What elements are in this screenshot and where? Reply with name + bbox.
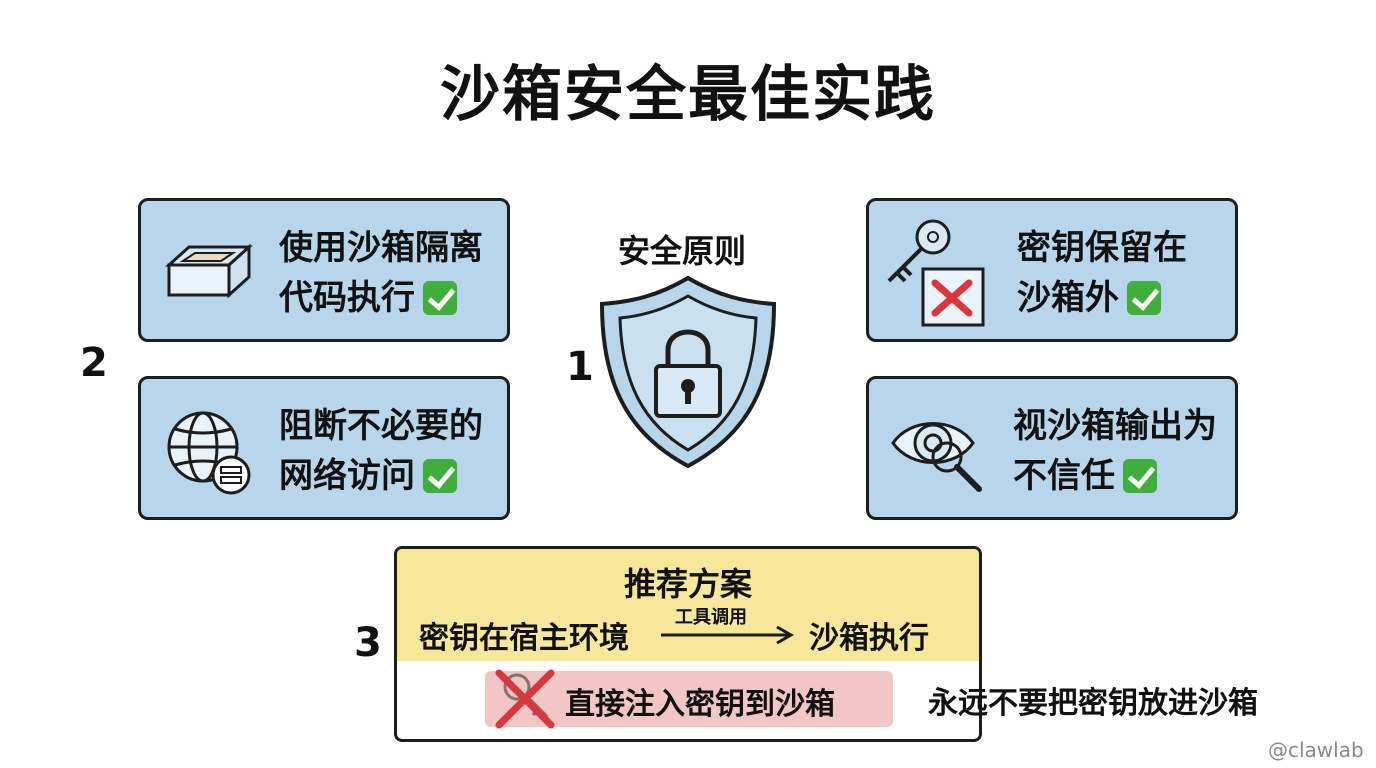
never-note: 永远不要把密钥放进沙箱: [928, 686, 1258, 721]
card-line1: 密钥保留在: [1017, 228, 1187, 268]
arrow-right-icon: [661, 625, 795, 645]
check-icon: [1123, 459, 1157, 493]
card-line1: 阻断不必要的: [279, 406, 483, 446]
card-untrusted-output: 视沙箱输出为 不信任: [866, 376, 1238, 520]
card-line2: 网络访问: [279, 456, 415, 496]
step-number-1: 1: [566, 344, 594, 390]
recommend-box: 推荐方案 密钥在宿主环境 工具调用 沙箱执行 直接注入密钥到沙箱: [394, 546, 982, 742]
globe-block-icon: [167, 411, 251, 495]
center-label: 安全原则: [618, 232, 747, 270]
arrow-label: 工具调用: [675, 607, 747, 628]
step-number-2: 2: [80, 340, 108, 386]
card-block-network: 阻断不必要的 网络访问: [138, 376, 510, 520]
check-icon: [423, 281, 457, 315]
warning-bar: 直接注入密钥到沙箱: [485, 669, 893, 729]
card-line2: 沙箱外: [1017, 278, 1119, 318]
card-line1: 视沙箱输出为: [1013, 406, 1217, 446]
step-number-3: 3: [354, 620, 382, 666]
card-line1: 使用沙箱隔离: [279, 228, 483, 268]
recommend-header-area: [397, 549, 979, 661]
card-line2: 代码执行: [279, 278, 415, 318]
check-icon: [423, 459, 457, 493]
page-title: 沙箱安全最佳实践: [440, 60, 936, 130]
sandbox-tray-icon: [165, 243, 253, 299]
key-outside-icon: [887, 219, 985, 327]
card-line2: 不信任: [1013, 456, 1115, 496]
flow-from: 密钥在宿主环境: [419, 621, 629, 656]
watermark: @clawlab: [1268, 738, 1364, 762]
card-sandbox-isolation: 使用沙箱隔离 代码执行: [138, 198, 510, 342]
eye-magnifier-icon: [891, 422, 982, 492]
card-keys-outside: 密钥保留在 沙箱外: [866, 198, 1238, 342]
recommend-title: 推荐方案: [623, 565, 752, 603]
warning-text: 直接注入密钥到沙箱: [565, 687, 835, 722]
flow-to: 沙箱执行: [809, 621, 929, 656]
check-icon: [1127, 281, 1161, 315]
shield-lock-icon: [599, 275, 777, 469]
cross-key-icon: [495, 669, 555, 729]
